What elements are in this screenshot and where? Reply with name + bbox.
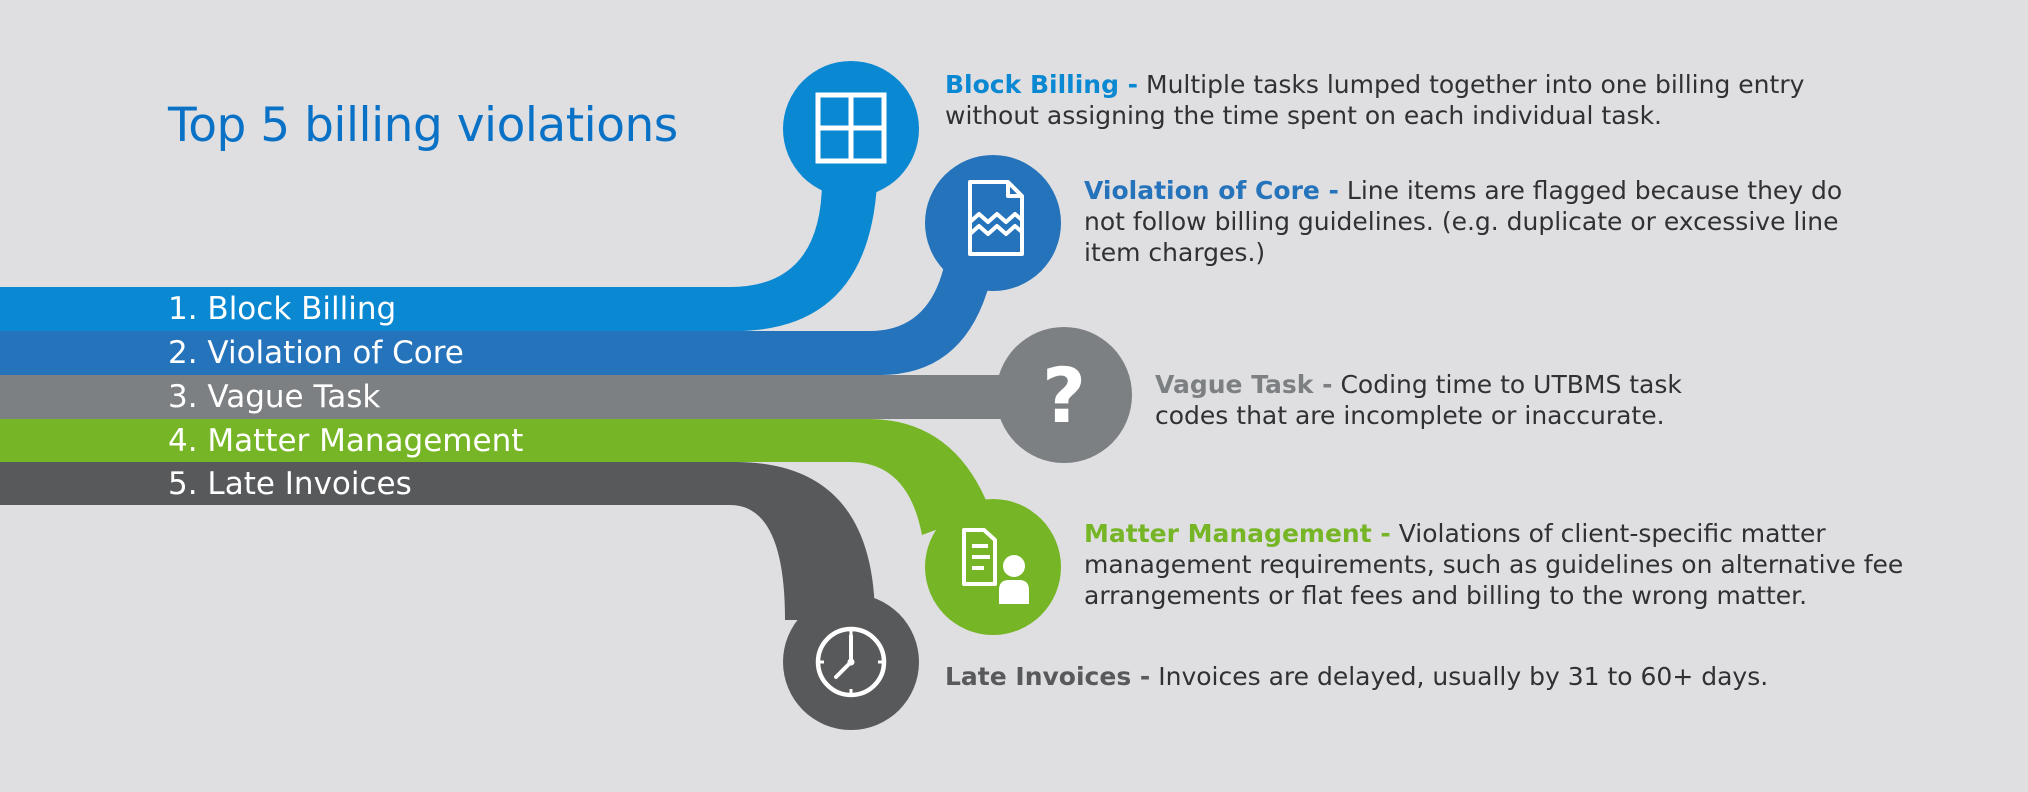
circle-matter-management [925, 499, 1061, 635]
description-heading: Violation of Core - [1084, 176, 1339, 205]
circle-block-billing [783, 61, 919, 197]
document-person-icon [962, 528, 1029, 604]
description-violation-of-core: Violation of Core - Line items are flagg… [1084, 175, 1844, 268]
window-grid-icon [815, 92, 887, 164]
description-heading: Vague Task - [1155, 370, 1333, 399]
ribbon-4 [0, 419, 990, 535]
page-title: Top 5 billing violations [168, 98, 678, 153]
description-late-invoices: Late Invoices - Invoices are delayed, us… [945, 661, 1845, 692]
description-heading: Block Billing - [945, 70, 1139, 99]
description-block-billing: Block Billing - Multiple tasks lumped to… [945, 69, 1815, 131]
description-heading: Matter Management - [1084, 519, 1391, 548]
description-text: Invoices are delayed, usually by 31 to 6… [1158, 662, 1769, 691]
list-item-matter-management: 4. Matter Management [168, 423, 524, 459]
clock-icon [815, 626, 887, 698]
description-heading: Late Invoices - [945, 662, 1151, 691]
ribbon-2 [0, 262, 990, 375]
torn-document-icon [968, 180, 1024, 256]
description-text: Violations of client-specific matter man… [1084, 519, 1904, 610]
list-item-vague-task: 3. Vague Task [168, 379, 381, 415]
description-text: Multiple tasks lumped together into one … [945, 70, 1805, 130]
list-item-violation-of-core: 2. Violation of Core [168, 335, 464, 371]
circle-violation-of-core [925, 155, 1061, 291]
description-vague-task: Vague Task - Coding time to UTBMS task c… [1155, 369, 1715, 431]
description-matter-management: Matter Management - Violations of client… [1084, 518, 1924, 611]
list-item-late-invoices: 5. Late Invoices [168, 466, 412, 502]
circle-late-invoices [783, 594, 919, 730]
circle-vague-task: ? [996, 327, 1132, 463]
ribbon-3 [0, 375, 1010, 419]
ribbon-1 [0, 180, 877, 331]
description-text: Coding time to UTBMS task codes that are… [1155, 370, 1682, 430]
question-mark-icon: ? [1042, 351, 1086, 440]
description-text: Line items are flagged because they do n… [1084, 176, 1843, 267]
list-item-block-billing: 1. Block Billing [168, 291, 397, 327]
ribbon-5 [0, 462, 875, 620]
